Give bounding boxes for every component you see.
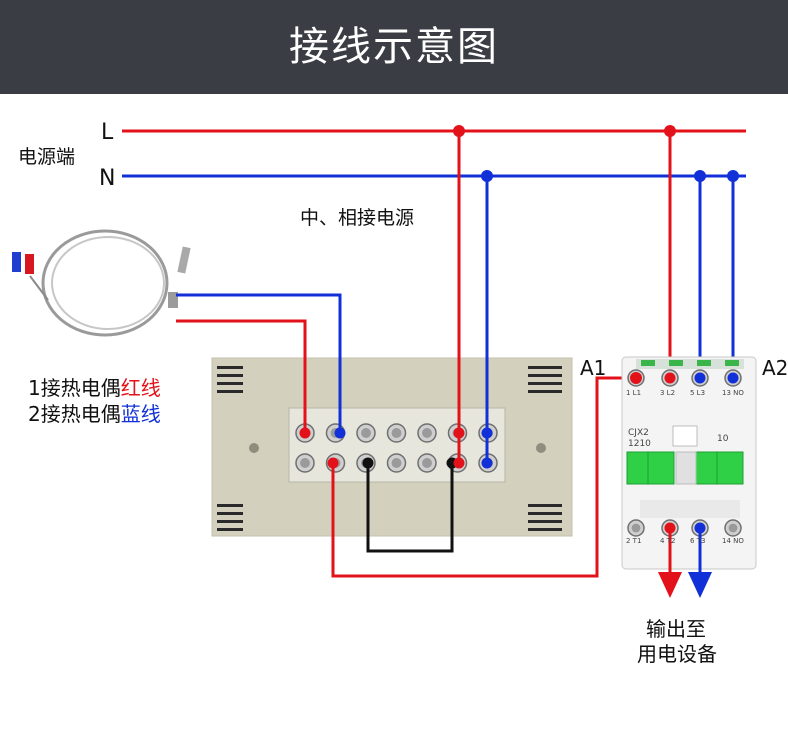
mount-screw xyxy=(249,443,259,453)
wire-end-dot xyxy=(727,372,739,384)
temperature-controller xyxy=(211,357,573,537)
red-note-prefix: 1接热电偶 xyxy=(28,376,121,400)
top-terminal-label: 13 NO xyxy=(722,389,744,397)
output-live-arrow xyxy=(658,572,682,598)
coil-a2-label: A2 xyxy=(762,356,788,380)
wire-end-dot xyxy=(299,427,311,439)
bottom-terminal-label: 2 T1 xyxy=(626,537,642,545)
output-label-line-2: 用电设备 xyxy=(637,642,717,666)
blue-note-prefix: 2接热电偶 xyxy=(28,402,121,426)
thermocouple-red-lead xyxy=(176,319,307,433)
thermocouple-red-note: 1接热电偶红线 xyxy=(28,372,161,401)
neutral-line-label: N xyxy=(99,166,116,191)
model-line-2: 1210 xyxy=(628,439,651,449)
junction-dot xyxy=(481,170,493,182)
junction-dot xyxy=(694,170,706,182)
left-vent xyxy=(217,366,243,531)
output-label-line-1: 输出至 xyxy=(646,617,706,641)
wire-end-dot xyxy=(694,372,706,384)
jumper-wire xyxy=(366,463,454,553)
coil-a1-label: A1 xyxy=(580,356,607,380)
wire-end-dot xyxy=(327,457,339,469)
terminal-screw xyxy=(417,453,437,473)
power-source-label: 电源端 xyxy=(18,146,76,168)
wire-end-dot xyxy=(334,427,346,439)
A1-terminal-dot xyxy=(630,372,642,384)
terminal-screw xyxy=(295,453,315,473)
junction-dot xyxy=(453,125,465,137)
terminal-screw xyxy=(386,453,407,473)
thermocouple-blue-note: 2接热电偶蓝线 xyxy=(28,398,161,427)
wire-end-dot xyxy=(481,457,493,469)
bottom-terminal-label: 4 T2 xyxy=(660,537,676,545)
wire-end-dot xyxy=(481,427,493,439)
top-terminal-label: 1 L1 xyxy=(626,389,642,397)
contactor-screw xyxy=(627,519,645,537)
wire-end-dot xyxy=(694,522,706,534)
control-wire-to-A1 xyxy=(331,376,636,578)
live-line-label: L xyxy=(101,120,114,145)
right-vent xyxy=(528,366,562,531)
header-bar: 接线示意图 xyxy=(0,0,788,94)
thermocouple-blue-lead xyxy=(176,293,342,433)
junction-dot xyxy=(727,170,739,182)
terminal-screw xyxy=(356,423,376,443)
output-neutral-arrow xyxy=(688,572,712,598)
thermocouple-probe xyxy=(12,229,191,337)
terminal-screw xyxy=(417,423,437,443)
top-terminal-label: 3 L2 xyxy=(660,389,676,397)
contactor xyxy=(621,356,757,570)
junction-dot xyxy=(664,125,676,137)
contactor-model: CJX2 1210 xyxy=(628,428,651,450)
contactor-rating: 10 xyxy=(717,434,729,444)
bottom-terminal-label: 14 NO xyxy=(722,537,744,545)
blue-wire-word: 蓝线 xyxy=(120,402,161,426)
mount-screw xyxy=(536,443,546,453)
contactor-screw xyxy=(724,519,742,537)
wire-end-dot xyxy=(664,372,676,384)
page-title: 接线示意图 xyxy=(289,24,499,70)
terminal-screw xyxy=(386,423,407,443)
red-wire-word: 红线 xyxy=(120,376,161,400)
wire-end-dot xyxy=(664,522,676,534)
bottom-terminal-label: 6 T3 xyxy=(690,537,706,545)
top-terminal-label: 5 L3 xyxy=(690,389,706,397)
wire-end-dot xyxy=(453,427,465,439)
wire-end-dot xyxy=(453,457,465,469)
phase-note: 中、相接电源 xyxy=(300,207,415,229)
model-line-1: CJX2 xyxy=(628,428,649,438)
wire-end-dot xyxy=(362,457,374,469)
